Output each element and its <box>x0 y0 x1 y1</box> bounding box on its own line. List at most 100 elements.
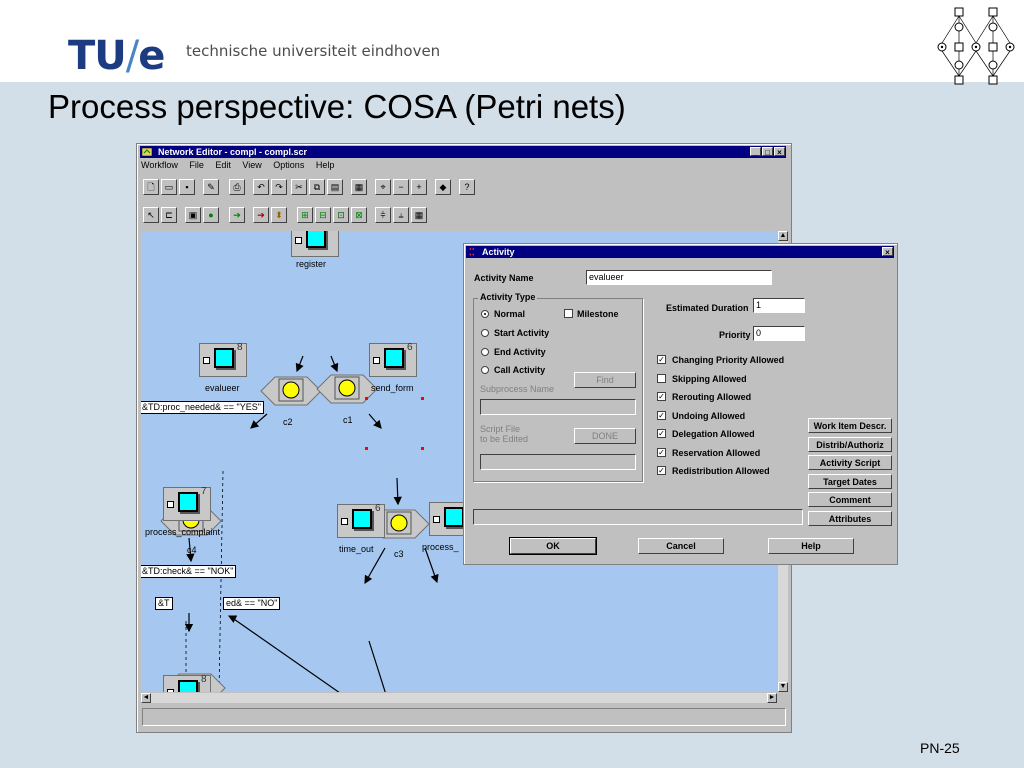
target-dates-button[interactable]: Target Dates <box>808 474 892 489</box>
dialog-close-button[interactable]: × <box>882 247 893 257</box>
task-flag-icon <box>167 501 174 508</box>
minimize-button[interactable]: _ <box>750 147 761 157</box>
option-checkbox[interactable]: ✓ <box>657 429 666 438</box>
option-checkbox[interactable]: ✓ <box>657 392 666 401</box>
arrow2-icon[interactable]: ➔ <box>253 207 269 223</box>
connect-icon[interactable]: ⊏ <box>161 207 177 223</box>
task-square-icon <box>214 348 234 368</box>
activity-type-group <box>473 298 643 482</box>
menu-view[interactable]: View <box>242 160 262 170</box>
pointer-icon[interactable]: ↖ <box>143 207 159 223</box>
paste-icon[interactable]: ▤ <box>327 179 343 195</box>
help-icon[interactable]: ? <box>459 179 475 195</box>
option-checkbox[interactable]: ✓ <box>657 355 666 364</box>
distrib-authoriz-button[interactable]: Distrib/Authoriz <box>808 437 892 452</box>
option-checkbox[interactable] <box>657 374 666 383</box>
fit-icon[interactable]: ⌖ <box>375 179 391 195</box>
menu-options[interactable]: Options <box>273 160 305 170</box>
script-field[interactable] <box>480 454 636 470</box>
and-icon[interactable]: ⫩ <box>375 207 391 223</box>
arrow-icon[interactable]: ➔ <box>229 207 245 223</box>
work-item-descr-button[interactable]: Work Item Descr. <box>808 418 892 433</box>
task-label: evalueer <box>205 383 240 393</box>
radio-end-activity[interactable] <box>481 348 489 356</box>
page-number: PN-25 <box>920 740 960 756</box>
condition-label: c4 <box>187 545 197 555</box>
print-icon[interactable]: ⎙ <box>229 179 245 195</box>
cut-icon[interactable]: ✎ <box>203 179 219 195</box>
task-send-form[interactable]: 6 <box>369 342 417 377</box>
app-icon <box>142 147 153 157</box>
radio-call-label: Call Activity <box>494 365 546 375</box>
task-label: register <box>296 259 327 269</box>
dialog-title: Activity <box>482 247 515 257</box>
copy-icon[interactable]: ⧉ <box>309 179 325 195</box>
task-label: time_out <box>339 544 374 554</box>
activity-name-label: Activity Name <box>474 273 534 283</box>
find-button[interactable]: Find <box>574 372 636 388</box>
condition-icon[interactable]: ● <box>203 207 219 223</box>
link-icon[interactable]: ⊡ <box>333 207 349 223</box>
priority-label: Priority <box>719 330 751 340</box>
option-checkbox[interactable]: ✓ <box>657 411 666 420</box>
ok-button[interactable]: OK <box>510 538 596 554</box>
task-evalueer[interactable]: 8 <box>199 342 247 377</box>
table-icon[interactable]: ▦ <box>411 207 427 223</box>
route-icon[interactable]: ⊠ <box>351 207 367 223</box>
xor-icon[interactable]: ⫨ <box>393 207 409 223</box>
option-checkbox[interactable]: ✓ <box>657 448 666 457</box>
scissors-icon[interactable]: ✂ <box>291 179 307 195</box>
scroll-right-icon[interactable]: ► <box>767 693 777 703</box>
guard-label: &TD:check& == "NOK" <box>141 565 237 578</box>
maximize-button[interactable]: □ <box>762 147 773 157</box>
task-register[interactable]: 5 <box>291 231 339 257</box>
option-label: Rerouting Allowed <box>672 392 752 402</box>
task-label: process_ <box>422 542 459 552</box>
color-icon[interactable]: ◆ <box>435 179 451 195</box>
menu-edit[interactable]: Edit <box>215 160 231 170</box>
petri-net-logo-icon <box>937 7 1015 85</box>
scroll-up-icon[interactable]: ▲ <box>778 231 788 241</box>
subnet-icon[interactable]: ⊟ <box>315 207 331 223</box>
attributes-button[interactable]: Attributes <box>808 511 892 526</box>
milestone-checkbox[interactable] <box>564 309 573 318</box>
menu-file[interactable]: File <box>189 160 204 170</box>
task-process-complaint[interactable]: 7 <box>163 486 211 521</box>
zoom-out-icon[interactable]: − <box>393 179 409 195</box>
open-icon[interactable]: ▭ <box>161 179 177 195</box>
zoom-in-icon[interactable]: + <box>411 179 427 195</box>
scroll-down-icon[interactable]: ▼ <box>778 682 788 692</box>
help-button[interactable]: Help <box>768 538 854 554</box>
close-button[interactable]: × <box>774 147 785 157</box>
status-bar <box>142 708 786 726</box>
priority-field[interactable]: 0 <box>753 326 805 341</box>
duration-field[interactable]: 1 <box>753 298 805 313</box>
radio-start-activity[interactable] <box>481 329 489 337</box>
scroll-left-icon[interactable]: ◄ <box>141 693 151 703</box>
radio-normal-label: Normal <box>494 309 526 319</box>
menu-workflow[interactable]: Workflow <box>141 160 178 170</box>
subprocess-field[interactable] <box>480 399 636 415</box>
cancel-button[interactable]: Cancel <box>638 538 724 554</box>
task-time-out[interactable]: 6 <box>337 503 385 538</box>
done-button[interactable]: DONE <box>574 428 636 444</box>
activity-script-button[interactable]: Activity Script <box>808 455 892 470</box>
redo-icon[interactable]: ↷ <box>271 179 287 195</box>
menu-help[interactable]: Help <box>315 160 335 170</box>
task-bottom[interactable]: 8 <box>163 674 211 692</box>
option-checkbox[interactable]: ✓ <box>657 466 666 475</box>
radio-call-activity[interactable] <box>481 366 489 374</box>
guard-label: &T <box>155 597 173 610</box>
undo-icon[interactable]: ↶ <box>253 179 269 195</box>
net-icon[interactable]: ⊞ <box>297 207 313 223</box>
save-icon[interactable]: ▪ <box>179 179 195 195</box>
radio-normal[interactable] <box>481 310 489 318</box>
activity-name-field[interactable]: evalueer <box>586 270 772 285</box>
split-icon[interactable]: ⬍ <box>271 207 287 223</box>
grid-icon[interactable]: ▦ <box>351 179 367 195</box>
subprocess-label: Subprocess Name <box>480 384 555 394</box>
comment-button[interactable]: Comment <box>808 492 892 507</box>
task-icon[interactable]: ▣ <box>185 207 201 223</box>
new-icon[interactable]: 🗋 <box>143 179 159 195</box>
horizontal-scrollbar[interactable]: ◄ ► <box>141 693 777 703</box>
